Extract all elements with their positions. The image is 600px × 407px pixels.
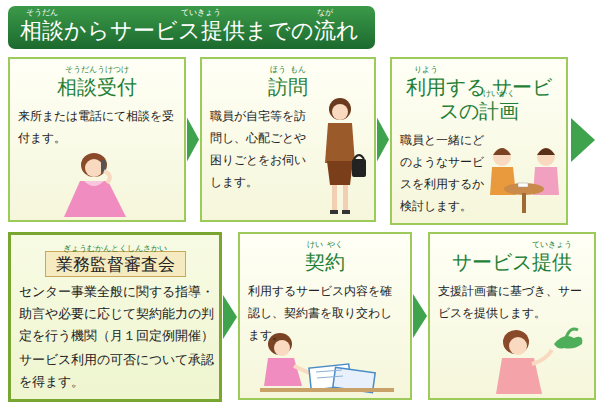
step-panel: 訪問職員が自宅等を訪問し、心配ごとや困りごとをお伺いします。 (200, 57, 376, 222)
flow-arrow (413, 294, 427, 338)
step-description: 職員が自宅等を訪問し、心配ごとや困りごとをお伺いします。 (210, 105, 308, 193)
flow-arrow (377, 118, 389, 162)
step-description: 支援計画書に基づき、サービスを提供します。 (438, 280, 586, 324)
furigana: りよう (414, 66, 438, 74)
flow-arrow (223, 295, 237, 339)
step-description: 利用するサービス内容を確認し、契約書を取り交わします。 (248, 280, 402, 346)
review-board-panel: 業務監督審査会センター事業全般に関する指導・助言や必要に応じて契約能力の判定を行… (8, 232, 222, 402)
step-heading: 訪問 (210, 75, 366, 99)
furigana: ていきょう (532, 241, 572, 249)
furigana: なが (317, 9, 333, 17)
arrow-head (223, 295, 237, 339)
furigana: ていきょう (181, 9, 221, 17)
furigana: やく (327, 241, 343, 249)
arrow-head (413, 294, 427, 338)
step-description: センター事業全般に関する指導・助言や必要に応じて契約能力の判定を行う機関（月１回… (19, 281, 221, 347)
step-heading: 相談受付 (18, 75, 176, 99)
furigana: そうだんうけつけ (65, 66, 129, 74)
title-text: 相談からサービス提供までの流れ (20, 18, 359, 43)
arrow-head (187, 118, 199, 162)
step-heading: 業務監督審査会 (45, 251, 186, 277)
step-description: 来所または電話にて相談を受付ます。 (18, 105, 176, 149)
arrow-head (377, 118, 389, 162)
step-panel: 相談受付来所または電話にて相談を受付ます。 (8, 57, 186, 222)
step-heading: 利用する サービスの計画 (404, 75, 554, 123)
furigana: もん (290, 66, 306, 74)
continue-arrow (571, 118, 595, 162)
step-panel: サービス提供支援計画書に基づき、サービスを提供します。 (428, 232, 596, 400)
flow-arrow (187, 118, 199, 162)
planning-illustration (486, 139, 562, 217)
furigana: ぎょうむかんとくしんさかい (63, 245, 167, 253)
step-heading: サービス提供 (438, 250, 586, 274)
step-panel: 契約利用するサービス内容を確認し、契約書を取り交わします。 (238, 232, 412, 400)
furigana: そうだん (26, 9, 58, 17)
step-heading: 契約 (248, 250, 402, 274)
furigana: けい (307, 241, 323, 249)
furigana: けいかく (483, 90, 515, 98)
step-description: サービス利用の可否について承認を得ます。 (19, 349, 221, 393)
step-panel: 利用する サービスの計画職員と一緒にどのようなサービスを利用するか検討します。 (390, 57, 568, 225)
caller-illustration (44, 151, 154, 217)
step-description: 職員と一緒にどのようなサービスを利用するか検討します。 (400, 129, 486, 217)
service-illustration (488, 324, 588, 394)
visitor-illustration (310, 97, 372, 217)
furigana: ほう (270, 66, 286, 74)
